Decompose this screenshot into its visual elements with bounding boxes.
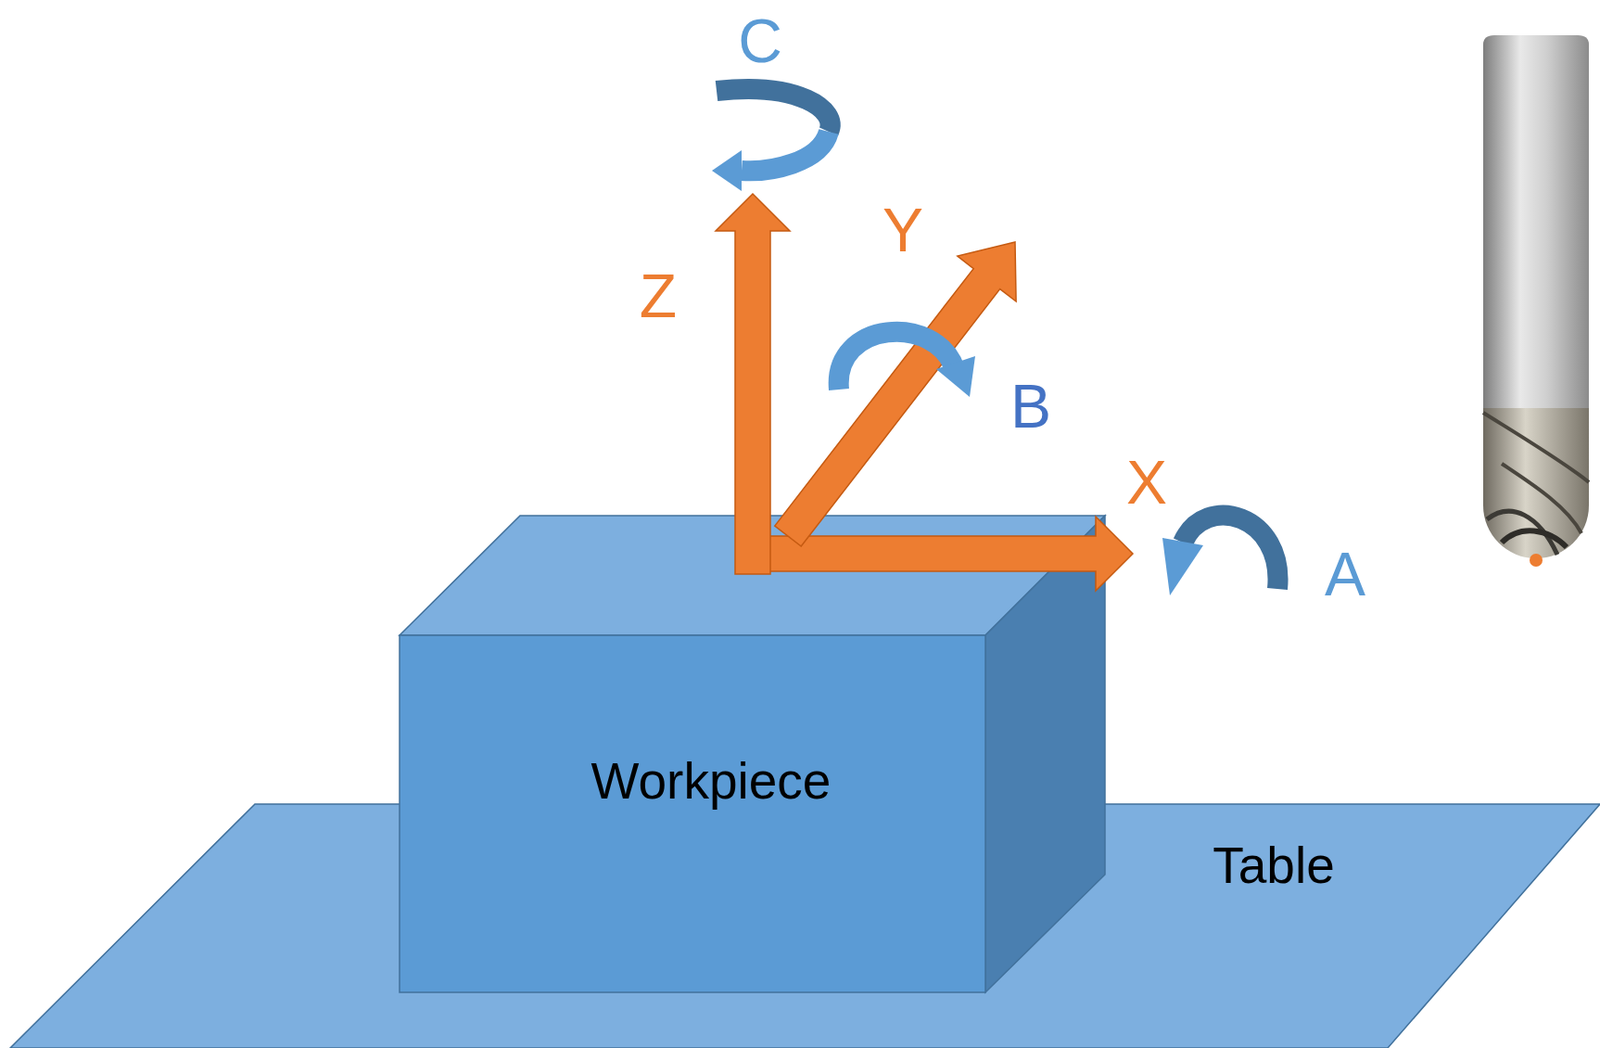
axis-name: X xyxy=(1126,451,1168,513)
outline-face xyxy=(10,803,1600,1048)
outline-face xyxy=(399,634,986,992)
node-label: Workpiece xyxy=(591,750,832,811)
b-rotation-head xyxy=(936,355,976,397)
rotation-axis-name: C xyxy=(737,10,783,72)
workpiece-block: Workpiece xyxy=(399,515,1105,992)
y-axis-arrow xyxy=(774,241,1016,547)
outline-face xyxy=(399,515,1105,635)
rotation-axis-name: B xyxy=(1010,375,1052,437)
axis-name: Z xyxy=(639,265,677,327)
rotation-axis-name: A xyxy=(1324,543,1366,605)
flute-edge xyxy=(1483,412,1589,483)
tool-shank xyxy=(1483,35,1589,427)
c-rotation-head xyxy=(711,150,742,191)
b-rotation-arrow xyxy=(838,331,955,390)
axis-name: Y xyxy=(882,199,924,261)
tool-flutes xyxy=(1483,407,1589,559)
c-rotation-front xyxy=(741,131,829,171)
node-label: Table xyxy=(1212,835,1334,895)
a-rotation-head xyxy=(1162,537,1204,596)
flute-edge xyxy=(1501,463,1582,534)
flute-edge xyxy=(1501,530,1567,547)
tool-center-point xyxy=(1529,553,1543,567)
c-rotation-back xyxy=(716,88,831,132)
